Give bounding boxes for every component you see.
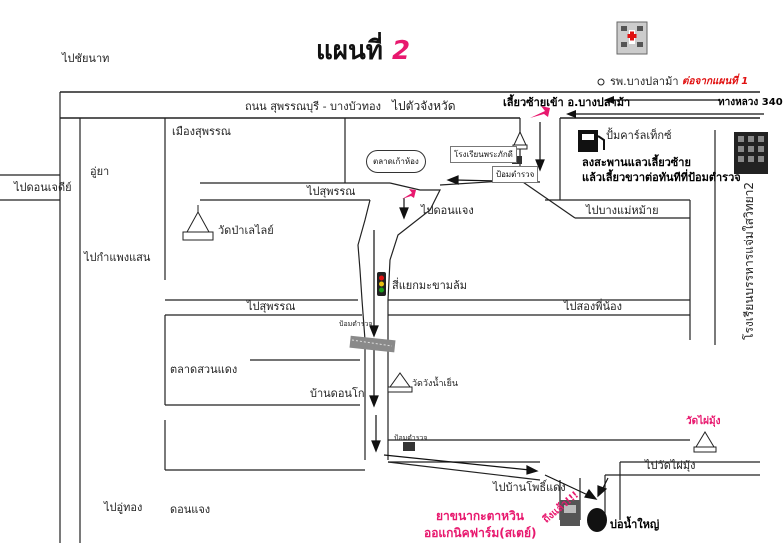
label-to-suphan-2: ไปสุพรรณ <box>247 300 296 313</box>
label-to-u-thong: ไปอู่ทอง <box>104 501 143 514</box>
label-talat-suan-daeng: ตลาดสวนแดง <box>170 363 238 376</box>
central-road-left <box>357 199 371 460</box>
label-school-box: โรงเรียนพระภักดี <box>450 146 517 163</box>
gas-station-icon <box>578 130 605 152</box>
label-gas-station: ปั้มคาร์ลเท็กซ์ <box>606 129 672 142</box>
police-box-low-icon <box>403 442 415 451</box>
pink-arrow-2 <box>402 189 416 199</box>
bottom-road-k <box>387 461 541 481</box>
label-police-mid: ป้อมตำรวจ <box>339 320 373 328</box>
label-hospital: รพ.บางปลาม้า <box>610 75 679 88</box>
traffic-light-icon <box>377 272 386 296</box>
label-wat-wang-nam-yen: วัดวังน้ำเย็น <box>412 379 459 389</box>
label-wat-pa-lelai: วัดป่าเลไลย์ <box>218 224 274 237</box>
label-continue-map1: ต่อจากแผนที่ 1 <box>682 76 749 87</box>
label-don-chedi: ไปดอนเจดีย์ <box>14 181 72 194</box>
label-uya: อู่ยา <box>90 165 110 178</box>
police-box-top-icon <box>512 156 522 164</box>
label-don-chaeng: ดอนแจง <box>170 503 211 516</box>
label-to-don-chaeng: ไปดอนแจง <box>421 204 474 217</box>
highway-arrowhead-1 <box>604 96 614 104</box>
highway-arrowhead-2 <box>566 110 576 118</box>
label-school-vertical: โรงเรียนบรรหารแจ่มใสวิทยา2 <box>742 181 756 340</box>
label-intersection: สี่แยกมะขามล้ม <box>392 279 468 292</box>
hospital-icon <box>616 21 648 55</box>
label-shop-line2: ออแกนิคฟาร์ม(สเตย์) <box>424 526 537 540</box>
label-to-suphan-1: ไปสุพรรณ <box>307 185 356 198</box>
label-turn-left: เลี้ยวซ้ายเข้า อ.บางปลาม้า <box>503 96 631 109</box>
label-main-road: ถนน สุพรรณบุรี - บางบัวทอง <box>245 100 381 113</box>
route-arrows <box>369 122 609 500</box>
road-bang-mae-mai-b <box>519 179 576 219</box>
label-wat-phai-mung-red: วัดไผ่มุ้ง <box>686 416 721 427</box>
pond-icon <box>587 508 607 532</box>
shop-destination-icon <box>560 500 580 526</box>
temple-small-icon <box>512 130 528 150</box>
hospital-marker-icon <box>597 78 605 86</box>
label-mueang-suphan: เมืองสุพรรณ <box>172 125 231 138</box>
temple-wat-wang-nam-yen-icon <box>387 372 413 393</box>
label-chainat: ไปชัยนาท <box>62 52 110 65</box>
pink-arrow-1 <box>530 106 550 118</box>
temple-wat-pa-lelai-icon <box>182 205 214 241</box>
label-to-bang-mae-mai: ไปบางแม่หม้าย <box>586 204 659 217</box>
label-market-bubble: ตลาดเก้าห้อง <box>366 150 426 173</box>
label-instruction-1: ลงสะพานแลวเลี้ยวซ้าย <box>582 156 691 169</box>
temple-wat-phai-mung-icon <box>693 431 717 453</box>
label-to-wat-phai-mung: ไปวัดไผ่มุ้ง <box>645 459 696 472</box>
label-instruction-2: แล้วเลี้ยวขวาต่อทันทีที่ป้อมตำรวจ <box>582 171 741 184</box>
label-to-chalerwat: ไปตัวจังหวัด <box>392 99 456 113</box>
label-bo-nam-yai: บ่อน้ำใหญ่ <box>610 518 660 531</box>
label-shop-line1: ยาขนากะตาหวิน <box>436 509 525 523</box>
label-ban-don-ko: บ้านดอนโก <box>310 387 365 400</box>
label-police-top: ป้อมตำรวจ <box>492 166 539 183</box>
label-kamphaeng-saen: ไปกำแพงแสน <box>84 251 151 264</box>
school-building-icon <box>734 132 768 174</box>
label-highway: ทางหลวง 340 <box>718 97 783 108</box>
bridge-icon <box>349 335 396 353</box>
map-title: แผนที่ 2 <box>316 36 411 66</box>
label-to-song-phi-nong: ไปสองพี่น้อง <box>564 300 622 313</box>
label-to-ban-pho-daeng: ไปบ้านโพธิ์แดง <box>493 481 566 494</box>
central-road-right <box>387 182 441 460</box>
label-police-low: ป้อมตำรวจ <box>394 434 428 442</box>
